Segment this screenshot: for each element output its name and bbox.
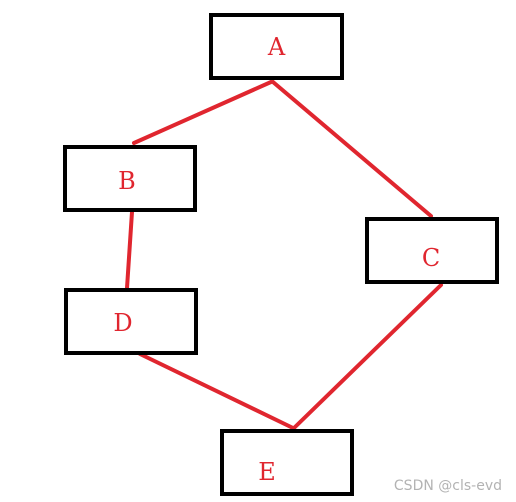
edge-b-d xyxy=(125,210,134,290)
edge-a-b xyxy=(132,80,273,145)
node-a-label: A xyxy=(267,32,286,61)
node-c-label: C xyxy=(421,243,441,272)
node-e-label: E xyxy=(258,457,276,486)
watermark: CSDN @cls-evd xyxy=(393,478,502,494)
node-b: B xyxy=(63,145,197,212)
edge-a-c xyxy=(271,80,433,218)
node-d-label: D xyxy=(113,308,133,337)
node-d: D xyxy=(64,288,198,355)
node-c: C xyxy=(365,217,499,284)
edge-d-e xyxy=(138,352,295,430)
node-b-label: B xyxy=(118,166,136,195)
node-e: E xyxy=(220,429,354,496)
edge-c-e xyxy=(292,283,443,430)
node-a: A xyxy=(209,13,344,80)
